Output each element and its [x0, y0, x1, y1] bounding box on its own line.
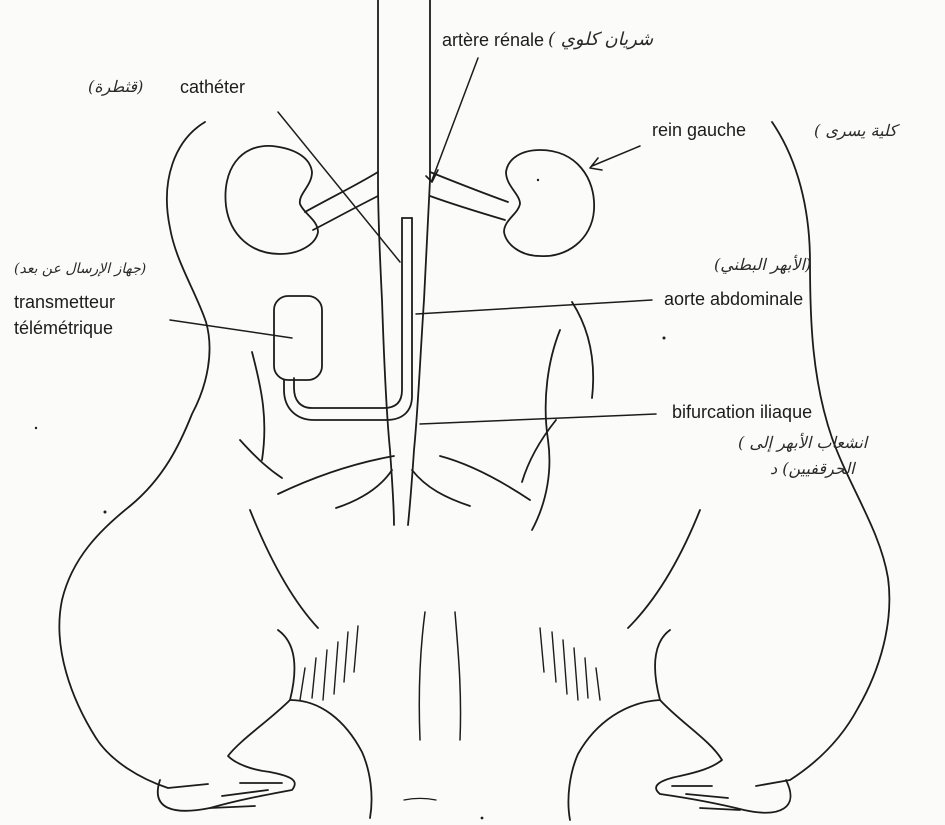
label-rein-gauche: rein gauche: [652, 120, 746, 141]
left-leg-inner: [290, 700, 372, 818]
speck: [537, 179, 539, 181]
label-transmetteur-line2: télémétrique: [14, 318, 113, 339]
pelvis-left-inner: [250, 510, 318, 628]
label-catheter: cathéter: [180, 77, 245, 98]
pointer-bifurcation: [420, 414, 656, 424]
right-kidney: [504, 150, 594, 256]
abdominal-curve-center-left: [278, 456, 394, 494]
left-leg-hairs: [300, 626, 358, 700]
pointer-artere-renale: [432, 58, 478, 180]
abdominal-curve-center-right: [440, 456, 530, 500]
label-artere-renale-arabic: ( شريان كلوي: [548, 31, 653, 49]
abdominal-curve-right: [532, 330, 560, 530]
label-bifurcation-arabic-line1: ( انشعاب الأبهر إلى: [738, 434, 867, 452]
body-outline-left: [59, 122, 209, 788]
pointer-rein-gauche: [592, 146, 640, 166]
telemetric-transmitter: [274, 296, 322, 380]
tail-base: [419, 612, 460, 740]
renal-artery-left-bottom: [313, 196, 378, 230]
aorta-left-wall: [378, 0, 394, 525]
iliac-right-branch: [412, 470, 470, 506]
body-outline-right: [756, 122, 889, 786]
abdominal-curve-right-3: [522, 420, 556, 482]
label-aorte-abdominale: aorte abdominale: [664, 289, 803, 310]
speck: [104, 511, 107, 514]
abdominal-curve-left: [252, 352, 264, 460]
renal-artery-right-bottom: [430, 196, 505, 220]
label-artere-renale: artère rénale: [442, 30, 544, 51]
label-transmetteur-arabic: (جهاز الإرسال عن بعد): [14, 260, 146, 278]
pelvis-right-inner: [628, 510, 700, 628]
speck: [35, 427, 37, 429]
label-transmetteur-line1: transmetteur: [14, 292, 115, 313]
label-catheter-arabic: (قثطرة): [88, 78, 143, 96]
label-bifurcation-arabic-line2: الحرقفيين) د: [770, 460, 855, 478]
renal-artery-left-top: [305, 172, 378, 212]
label-aorte-arabic: (الأبهر البطني): [714, 256, 811, 274]
right-leg-inner: [568, 700, 660, 820]
label-rein-gauche-arabic: ( كلية يسرى: [814, 122, 897, 140]
renal-artery-right-top: [430, 172, 508, 202]
pointer-catheter: [278, 112, 400, 262]
pointer-aorte: [416, 300, 652, 314]
speck: [481, 817, 484, 820]
label-bifurcation-iliaque: bifurcation iliaque: [672, 402, 812, 423]
right-leg-hairs: [540, 628, 600, 700]
abdominal-curve-left-2: [240, 440, 282, 478]
iliac-left-branch: [336, 470, 392, 508]
speck: [663, 337, 666, 340]
left-kidney: [225, 146, 318, 254]
midline-lower: [404, 799, 436, 801]
abdominal-curve-right-2: [572, 302, 593, 398]
